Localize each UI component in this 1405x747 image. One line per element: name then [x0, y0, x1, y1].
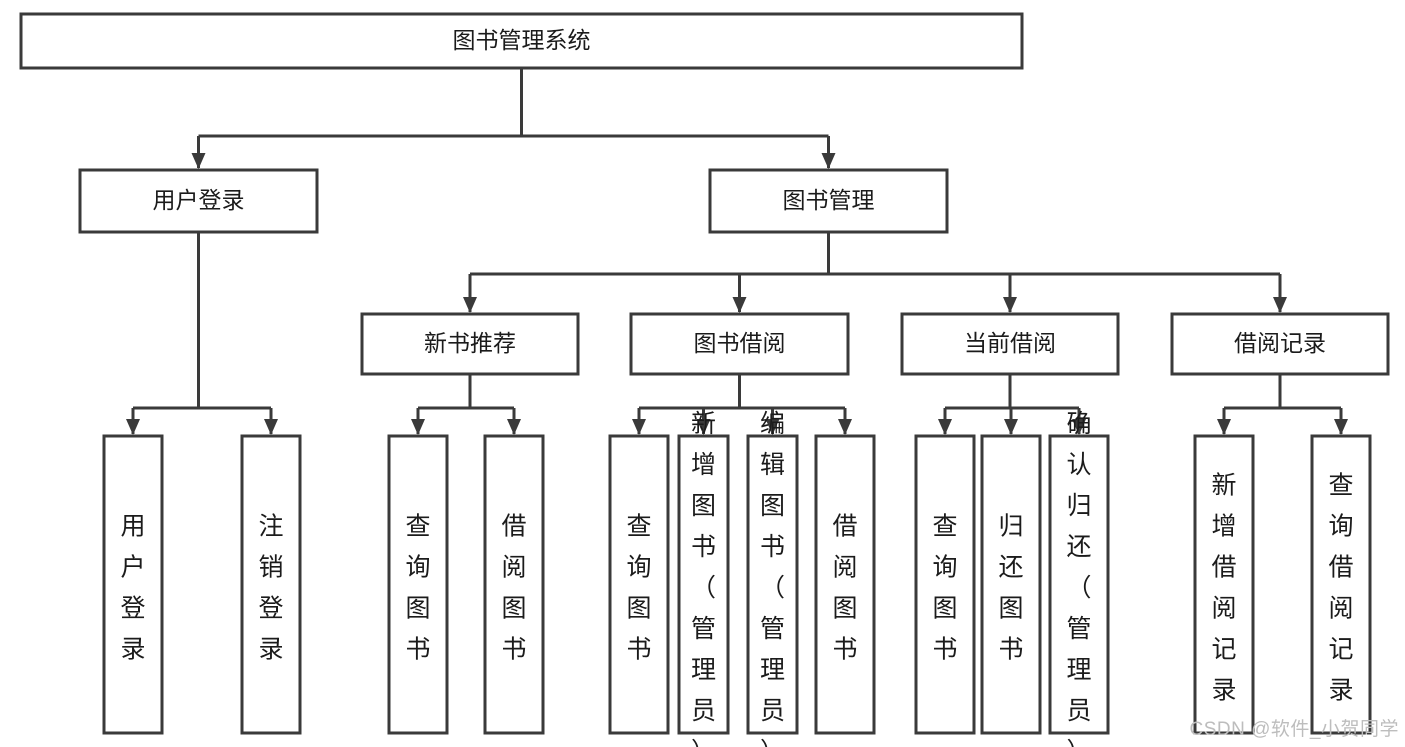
arrow-head-icon: [765, 419, 780, 435]
node-box[interactable]: [1048, 434, 1110, 735]
leaf-node-用户登录[interactable]: 用户登录: [102, 434, 164, 735]
arrow-head-icon: [1003, 297, 1017, 313]
arrow-head-icon: [632, 419, 646, 435]
level3-node-label: 当前借阅: [964, 330, 1056, 356]
arrow-head-icon: [1217, 419, 1231, 435]
leaf-node-label: 归还图书: [998, 512, 1023, 663]
leaf-node-新增图书管理员[interactable]: 新增图书（管理员）: [677, 410, 730, 747]
leaf-node-借阅图书[interactable]: 借阅图书: [483, 434, 545, 735]
node-box[interactable]: [19, 12, 1024, 70]
level2-node-label: 图书管理: [783, 187, 875, 213]
arrow-head-icon: [821, 153, 836, 169]
leaf-node-label: 查询借阅记录: [1328, 471, 1353, 704]
root-node-label: 图书管理系统: [453, 27, 591, 53]
leaf-node-label: 借阅图书: [832, 512, 857, 663]
node-box[interactable]: [387, 434, 449, 735]
node-box[interactable]: [1193, 434, 1255, 735]
leaf-node-label: 查询图书: [932, 512, 957, 663]
node-box[interactable]: [814, 434, 876, 735]
arrow-head-icon: [1072, 419, 1086, 435]
leaf-node-查询图书[interactable]: 查询图书: [387, 434, 449, 735]
arrow-head-icon: [938, 419, 952, 435]
arrow-head-icon: [1273, 297, 1287, 313]
level3-node-label: 图书借阅: [694, 330, 786, 356]
arrow-head-icon: [411, 419, 425, 435]
watermark-label: CSDN @软件_小贺同学: [1189, 719, 1399, 740]
leaf-node-label: 新增图书（管理员）: [691, 410, 716, 747]
leaf-node-新增借阅记录[interactable]: 新增借阅记录: [1193, 434, 1255, 735]
root-node-图书管理系统[interactable]: 图书管理系统: [19, 12, 1024, 70]
leaf-node-确认归还管理员[interactable]: 确认归还（管理员）: [1048, 410, 1110, 747]
node-box[interactable]: [102, 434, 164, 735]
level3-node-借阅记录[interactable]: 借阅记录: [1170, 312, 1390, 376]
leaf-node-归还图书[interactable]: 归还图书: [980, 434, 1042, 735]
arrow-head-icon: [264, 419, 278, 435]
node-box[interactable]: [240, 434, 302, 735]
node-box[interactable]: [746, 434, 799, 735]
node-box[interactable]: [677, 434, 730, 735]
level2-node-label: 用户登录: [153, 187, 245, 213]
leaf-node-label: 新增借阅记录: [1211, 471, 1236, 704]
leaf-node-查询图书[interactable]: 查询图书: [608, 434, 670, 735]
leaf-node-查询图书[interactable]: 查询图书: [914, 434, 976, 735]
leaf-node-label: 注销登录: [258, 512, 283, 663]
arrow-head-icon: [1334, 419, 1348, 435]
leaf-node-注销登录[interactable]: 注销登录: [240, 434, 302, 735]
leaf-node-编辑图书管理员[interactable]: 编辑图书（管理员）: [746, 410, 799, 747]
node-box[interactable]: [1310, 434, 1372, 735]
leaf-node-label: 确认归还（管理员）: [1066, 410, 1091, 747]
node-box[interactable]: [360, 312, 580, 376]
node-box[interactable]: [980, 434, 1042, 735]
connectors-layer: [126, 68, 1348, 435]
node-box[interactable]: [78, 168, 319, 234]
leaf-node-label: 借阅图书: [501, 512, 526, 663]
arrow-head-icon: [732, 297, 747, 313]
leaf-node-label: 查询图书: [626, 512, 651, 663]
arrow-head-icon: [696, 419, 711, 435]
node-box[interactable]: [900, 312, 1120, 376]
node-box[interactable]: [608, 434, 670, 735]
arrow-head-icon: [191, 153, 206, 169]
level3-node-当前借阅[interactable]: 当前借阅: [900, 312, 1120, 376]
node-box[interactable]: [1170, 312, 1390, 376]
leaf-node-label: 查询图书: [405, 512, 430, 663]
leaf-node-查询借阅记录[interactable]: 查询借阅记录: [1310, 434, 1372, 735]
level2-node-用户登录[interactable]: 用户登录: [78, 168, 319, 234]
arrow-head-icon: [507, 419, 521, 435]
leaf-node-借阅图书[interactable]: 借阅图书: [814, 434, 876, 735]
node-box[interactable]: [914, 434, 976, 735]
arrow-head-icon: [1004, 419, 1018, 435]
level3-node-label: 新书推荐: [424, 330, 516, 356]
level3-node-label: 借阅记录: [1234, 330, 1326, 356]
arrow-head-icon: [126, 419, 140, 435]
level3-node-图书借阅[interactable]: 图书借阅: [629, 312, 850, 376]
leaf-node-label: 编辑图书（管理员）: [760, 410, 785, 747]
level3-node-新书推荐[interactable]: 新书推荐: [360, 312, 580, 376]
arrow-head-icon: [463, 297, 477, 313]
node-box[interactable]: [708, 168, 949, 234]
level2-node-图书管理[interactable]: 图书管理: [708, 168, 949, 234]
node-box[interactable]: [483, 434, 545, 735]
arrow-head-icon: [838, 419, 852, 435]
node-box[interactable]: [629, 312, 850, 376]
nodes-layer: 图书管理系统用户登录图书管理新书推荐图书借阅当前借阅借阅记录用户登录注销登录查询…: [19, 12, 1390, 747]
leaf-node-label: 用户登录: [120, 512, 145, 663]
